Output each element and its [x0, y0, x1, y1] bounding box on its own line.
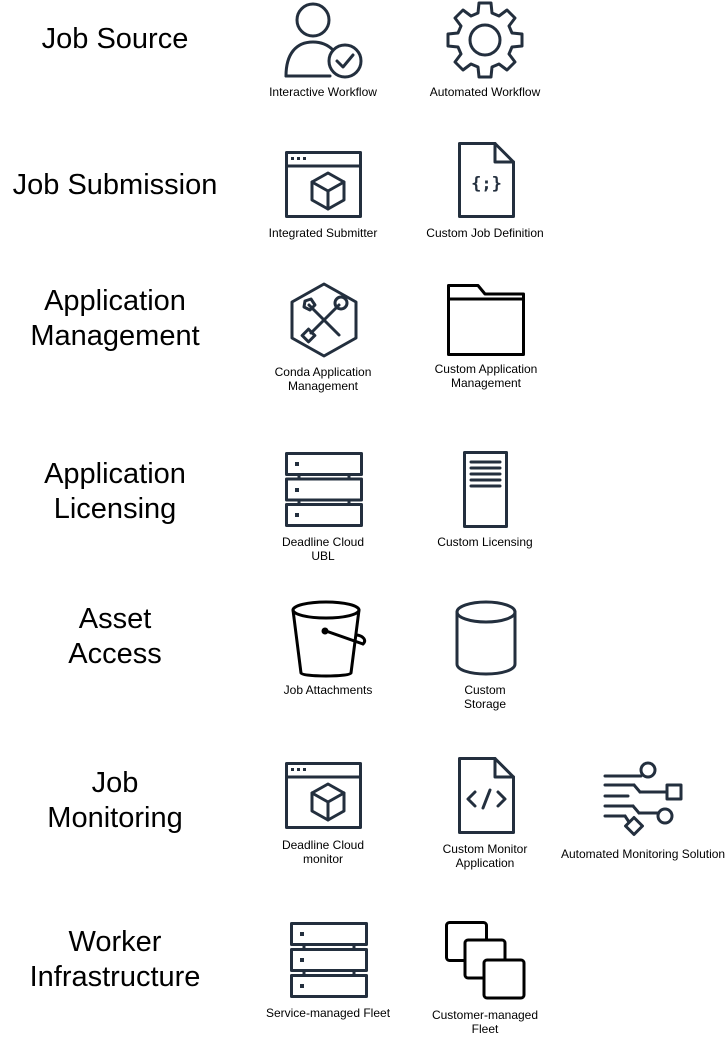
folder-icon	[447, 284, 525, 356]
caption-deadline-monitor: Deadline Cloud monitor	[281, 838, 365, 866]
caption-automated-workflow: Automated Workflow	[429, 85, 541, 99]
user-check-icon	[284, 2, 363, 79]
cylinder-icon	[455, 600, 517, 676]
row-label-application-licensing: Application Licensing	[44, 458, 186, 525]
caption-job-attachments: Job Attachments	[283, 683, 373, 697]
row-label-job-monitoring: Job Monitoring	[47, 767, 183, 834]
code-file-icon	[458, 757, 515, 834]
server-stack-icon	[290, 922, 368, 998]
bucket-icon	[291, 600, 367, 678]
caption-custom-app-mgmt: Custom Application Management	[434, 362, 538, 390]
row-label-asset-access: Asset Access	[68, 603, 162, 670]
server-stack-icon	[285, 452, 363, 527]
tools-hexagon-icon	[290, 282, 358, 358]
caption-customer-managed-fleet: Customer-managed Fleet	[431, 1008, 539, 1036]
caption-custom-licensing: Custom Licensing	[437, 535, 533, 549]
app-window-cube-icon	[285, 762, 362, 829]
row-label-application-management: Application Management	[30, 285, 200, 352]
gear-icon	[446, 1, 524, 79]
circuit-lines-icon	[603, 761, 683, 836]
caption-integrated-submitter: Integrated Submitter	[268, 226, 378, 240]
row-label-job-submission: Job Submission	[12, 169, 218, 201]
json-file-icon: {;}	[458, 142, 515, 218]
server-tower-icon	[463, 451, 508, 528]
app-window-cube-icon	[285, 151, 362, 218]
stacked-squares-icon	[445, 921, 526, 1000]
caption-custom-storage: Custom Storage	[463, 683, 507, 711]
caption-interactive-workflow: Interactive Workflow	[269, 85, 377, 99]
caption-deadline-ubl: Deadline Cloud UBL	[281, 535, 365, 563]
caption-custom-job-definition: Custom Job Definition	[426, 226, 544, 240]
caption-conda-app-mgmt: Conda Application Management	[274, 365, 372, 393]
row-label-job-source: Job Source	[41, 23, 189, 55]
caption-automated-monitoring: Automated Monitoring Solution	[561, 847, 725, 861]
svg-text:{;}: {;}	[471, 174, 502, 194]
caption-service-managed-fleet: Service-managed Fleet	[265, 1006, 391, 1020]
row-label-worker-infrastructure: Worker Infrastructure	[29, 926, 201, 993]
caption-custom-monitor-app: Custom Monitor Application	[442, 842, 528, 870]
